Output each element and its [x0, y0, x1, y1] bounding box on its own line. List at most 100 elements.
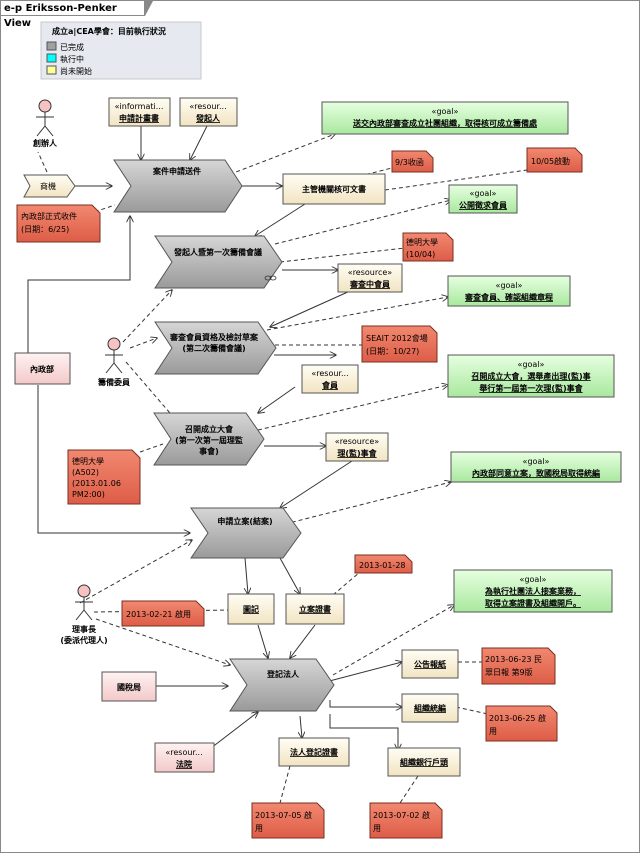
goal-founding-assembly-text1: 召開成立大會，選舉產出理(監)事	[471, 371, 590, 381]
info-application-plan-stereo: «informati...	[115, 102, 164, 111]
resource-initiator-name: 發起人	[195, 113, 221, 123]
resource-court-stereo: «resour...	[165, 748, 202, 757]
note-seait-line1: SEAIT 2012會場	[366, 333, 428, 343]
process-first-preparatory-meeting[interactable]: 發起人暨第一次籌備會議	[154, 235, 283, 289]
legend-item-pending: 尚未開始	[60, 66, 92, 76]
process-founding-assembly-sub2: 事會)	[199, 446, 219, 456]
tax-bureau-box[interactable]: 國稅局	[101, 671, 157, 702]
note-org-code-date: 2013-06-25 啟 用	[485, 705, 558, 742]
resource-board-name: 理(監)事會	[337, 448, 377, 458]
goal-founding-assembly-text2: 舉行第一屆第一次理(監)事會	[478, 383, 583, 393]
goal-review-charter-text: 審查會員、確認組織章程	[464, 292, 553, 302]
note-cert-date-text: 2013-01-28	[359, 561, 406, 570]
note-university-1: 德明大學 (10/04)	[402, 232, 454, 262]
process-application-submission[interactable]: 案件申請送件	[113, 159, 243, 213]
note-seal-date-text: 2013-02-21 啟用	[126, 609, 191, 619]
note-university-2-line2: (A502)	[72, 468, 99, 477]
note-seait-line2: (日期：10/27)	[366, 347, 419, 356]
output-gazette-label: 公告報紙	[414, 659, 446, 669]
note-gazette-date-line1: 2013-06-23 民	[485, 655, 542, 664]
output-registration-cert[interactable]: 立案證書	[285, 593, 345, 625]
goal-recruit-members-stereo: «goal»	[470, 189, 497, 198]
legend: 成立a|CEA學會：目前執行狀況 已完成 執行中 尚未開始	[40, 21, 202, 80]
output-gazette[interactable]: 公告報紙	[401, 649, 459, 679]
legend-swatch-pending	[46, 65, 57, 75]
process-legal-registration[interactable]: 登記法人	[229, 658, 335, 712]
resource-board-stereo: «resource»	[335, 437, 379, 446]
note-bank-date-line2: 用	[373, 824, 381, 833]
note-legal-cert-date-line1: 2013-07-05 啟	[255, 810, 312, 820]
tax-bureau-label: 國稅局	[117, 682, 141, 692]
note-gazette-date-line2: 眾日報 第9版	[485, 667, 533, 677]
output-bank-account-label: 組織銀行戶頭	[400, 757, 449, 767]
output-seal-label: 圖記	[243, 604, 259, 614]
process-review-members-label: 審查會員資格及檢討草案	[169, 332, 259, 342]
output-approval-doc-label: 主管機關核可文書	[302, 184, 366, 194]
note-cert-date: 2013-01-28	[354, 554, 413, 574]
process-founding-assembly[interactable]: 召開成立大會 (第一次第一屆理監 事會)	[153, 412, 265, 466]
note-bank-date: 2013-07-02 啟 用	[369, 802, 443, 839]
note-letter-received: 9/3收函	[391, 150, 434, 173]
actor-committee: 籌備委員	[98, 337, 130, 387]
process-first-preparatory-meeting-label: 發起人暨第一次籌備會議	[173, 247, 262, 257]
goal-founding-assembly[interactable]: «goal» 召開成立大會，選舉產出理(監)事 舉行第一屆第一次理(監)事會	[447, 354, 615, 398]
input-merchant[interactable]: 商機	[23, 174, 76, 198]
output-org-code[interactable]: 組織統編	[401, 693, 459, 723]
process-review-members[interactable]: 審查會員資格及檢討草案 (第二次籌備會議)	[154, 321, 277, 375]
process-founding-assembly-sub1: (第一次第一屆理監	[175, 435, 243, 445]
resource-initiator-stereo: «resour...	[189, 102, 226, 111]
goal-legal-operations[interactable]: «goal» 為執行社團法人接案業務， 取得立案證書及組織開戶。	[453, 569, 613, 613]
process-review-members-sub: (第二次籌備會議)	[182, 343, 245, 353]
process-founding-assembly-label: 召開成立大會	[185, 424, 234, 434]
note-org-code-date-line1: 2013-06-25 啟	[489, 713, 546, 723]
resource-court-name: 法院	[176, 759, 192, 769]
output-registration-cert-label: 立案證書	[299, 604, 331, 614]
ministry-box[interactable]: 內政部	[14, 352, 71, 385]
resource-members[interactable]: «resour... 會員	[301, 364, 359, 394]
note-seait: SEAIT 2012會場 (日期：10/27)	[361, 325, 438, 363]
note-university-1-line1: 德明大學	[406, 237, 438, 247]
legend-item-running: 執行中	[60, 54, 84, 64]
actor-founder-label: 創辦人	[32, 138, 58, 148]
goal-ministry-approval-stereo: «goal»	[523, 457, 550, 466]
actor-committee-label: 籌備委員	[98, 377, 130, 387]
goal-review-charter[interactable]: «goal» 審查會員、確認組織章程	[447, 275, 571, 307]
goal-recruit-members[interactable]: «goal» 公開徵求會員	[448, 184, 518, 214]
note-gazette-date: 2013-06-23 民 眾日報 第9版	[481, 647, 556, 685]
actor-chairman-sub: (委派代理人)	[60, 635, 107, 645]
output-bank-account[interactable]: 組織銀行戶頭	[387, 747, 461, 777]
output-legal-cert[interactable]: 法人登記證書	[278, 737, 350, 767]
goal-founding-assembly-stereo: «goal»	[518, 360, 545, 369]
info-application-plan-name: 申請計畫書	[119, 113, 159, 123]
output-org-code-label: 組織統編	[414, 703, 446, 713]
note-seal-date: 2013-02-21 啟用	[121, 600, 205, 627]
goal-submit-review-text: 送交內政部審查成立社團組織，取得核可成立籌備處	[352, 118, 538, 128]
resource-initiator[interactable]: «resour... 發起人	[179, 97, 238, 127]
process-registration-filing[interactable]: 申請立案(結案)	[190, 507, 302, 559]
note-legal-cert-date: 2013-07-05 啟 用	[251, 802, 325, 839]
resource-reviewing-members-name: 審查中會員	[349, 279, 390, 289]
output-approval-doc[interactable]: 主管機關核可文書	[282, 173, 386, 205]
note-start-text: 10/05啟動	[531, 156, 570, 166]
view-title: e-p Eriksson-Penker View	[1, 1, 153, 29]
note-university-2: 德明大學 (A502) (2013.01.06 PM2:00)	[67, 449, 141, 505]
goal-ministry-approval-text: 內政部同意立案，致國稅局取得統編	[472, 468, 600, 478]
resource-board[interactable]: «resource» 理(監)事會	[325, 432, 389, 462]
goal-legal-operations-text2: 取得立案證書及組織開戶。	[485, 598, 581, 608]
goal-legal-operations-text1: 為執行社團法人接案業務，	[484, 586, 581, 596]
goal-recruit-members-text: 公開徵求會員	[459, 200, 507, 210]
process-registration-filing-label: 申請立案(結案)	[217, 516, 272, 526]
output-seal[interactable]: 圖記	[227, 593, 275, 625]
goal-ministry-approval[interactable]: «goal» 內政部同意立案，致國稅局取得統編	[450, 451, 622, 483]
note-received-line2: (日期：6/25)	[21, 225, 69, 234]
resource-members-name: 會員	[321, 380, 338, 390]
output-legal-cert-label: 法人登記證書	[290, 747, 338, 757]
input-merchant-label: 商機	[40, 181, 56, 191]
goal-submit-review[interactable]: «goal» 送交內政部審查成立社團組織，取得核可成立籌備處	[321, 101, 569, 135]
note-received: 內政部正式收件 (日期：6/25)	[16, 204, 101, 243]
resource-reviewing-members[interactable]: «resource» 審查中會員	[337, 263, 403, 293]
resource-court[interactable]: «resour... 法院	[154, 742, 215, 773]
legend-item-done: 已完成	[60, 42, 84, 52]
info-application-plan[interactable]: «informati... 申請計畫書	[108, 97, 171, 127]
note-received-line1: 內政部正式收件	[21, 211, 77, 221]
